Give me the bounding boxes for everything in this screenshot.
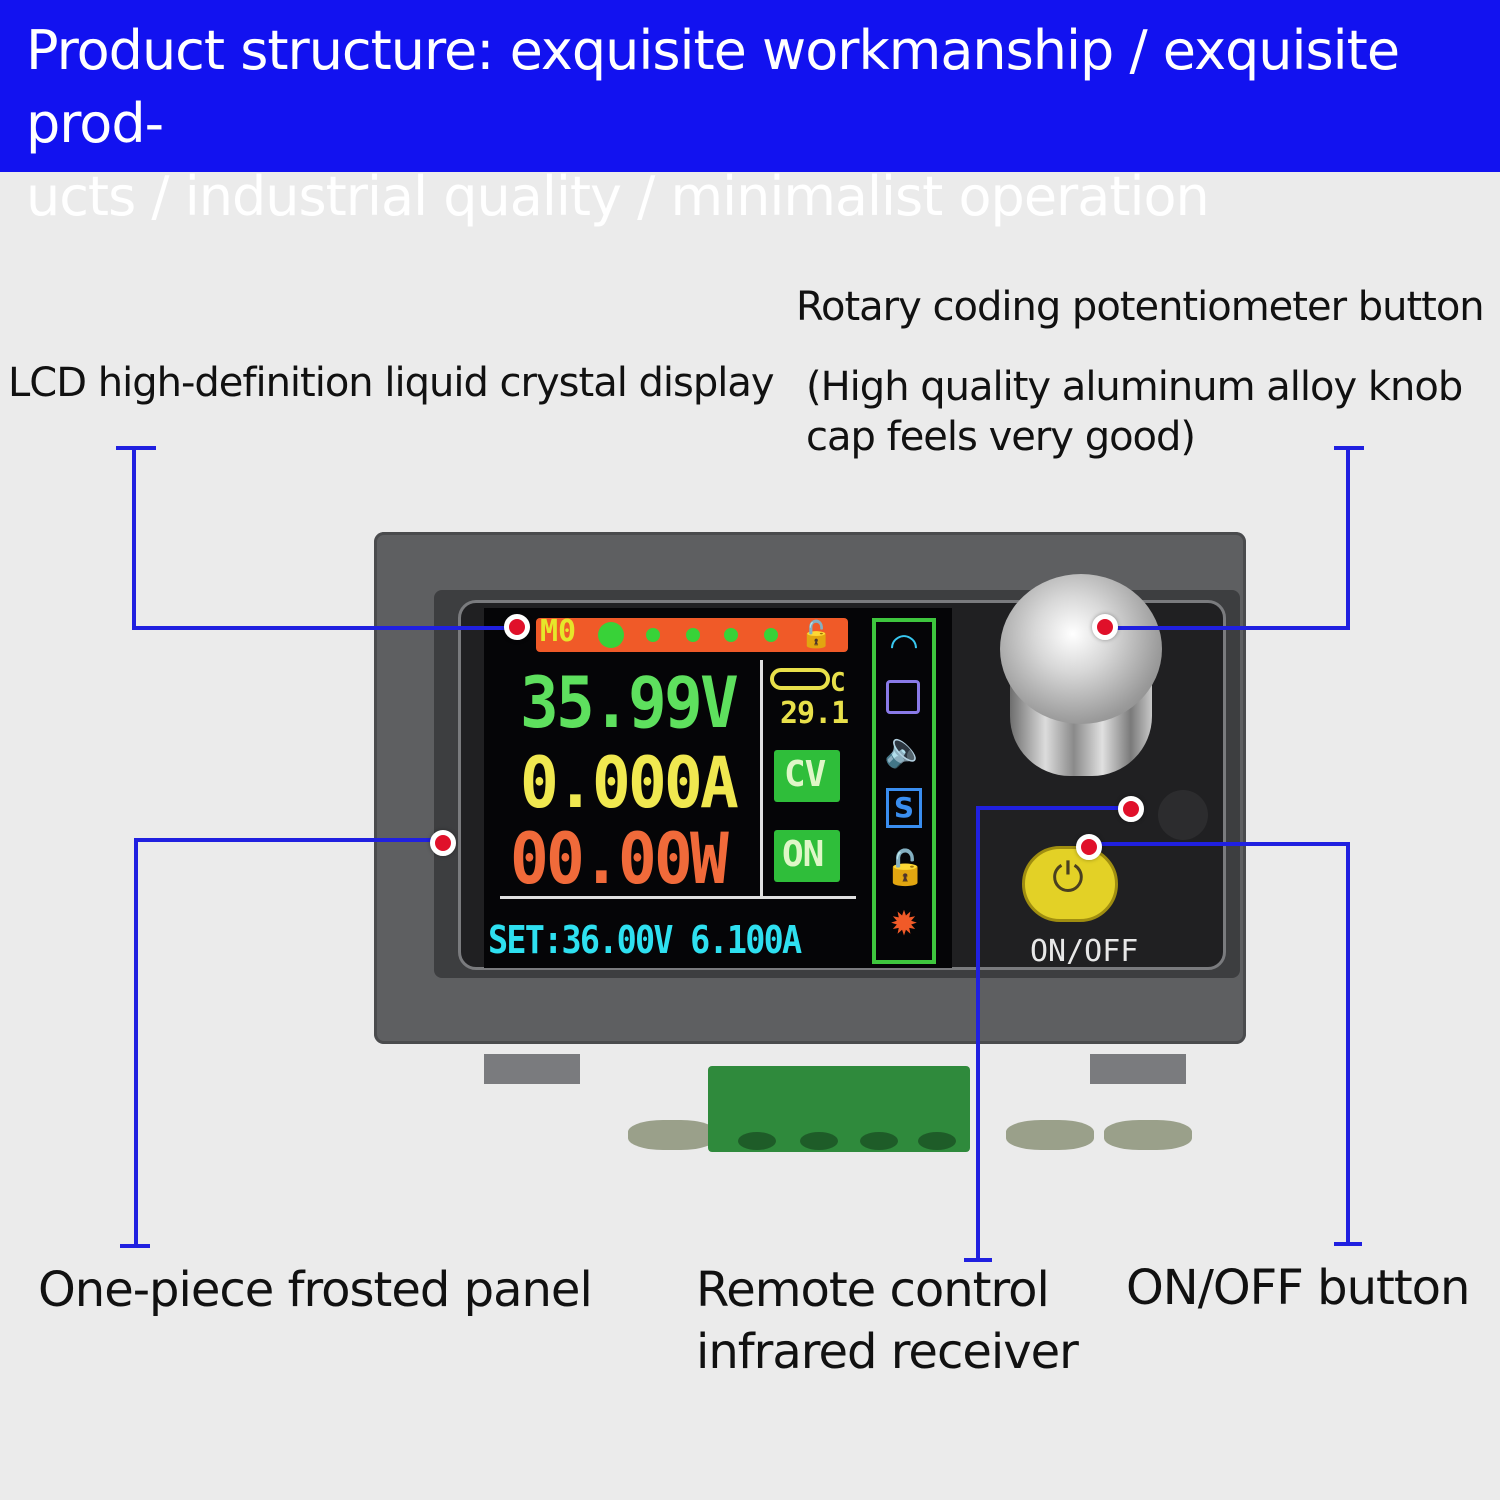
panel-marker-dot bbox=[430, 830, 456, 856]
power-button[interactable] bbox=[1022, 846, 1118, 922]
status-dot bbox=[646, 628, 660, 642]
terminal-hole bbox=[738, 1132, 776, 1150]
power-marker-dot bbox=[1076, 834, 1102, 860]
capacitor-right-1 bbox=[1006, 1120, 1094, 1150]
leader-line bbox=[1334, 1242, 1362, 1246]
set-line: SET:36.00V 6.100A bbox=[488, 918, 802, 962]
terminal-hole bbox=[918, 1132, 956, 1150]
current-readout: 0.000A bbox=[520, 742, 739, 824]
brightness-icon: ✹ bbox=[889, 904, 919, 944]
memory-icon bbox=[886, 680, 920, 714]
s-icon: S bbox=[886, 788, 922, 828]
capacitor-right-2 bbox=[1104, 1120, 1192, 1150]
lcd-side-icon-column bbox=[872, 618, 936, 964]
status-dot bbox=[686, 628, 700, 642]
leader-line bbox=[134, 838, 444, 842]
status-dot bbox=[764, 628, 778, 642]
leader-line bbox=[132, 446, 136, 630]
lcd-mode-indicator: M0 bbox=[540, 614, 577, 649]
rotary-callout-title: Rotary coding potentiometer button bbox=[796, 284, 1485, 330]
leader-line bbox=[134, 838, 138, 1248]
temperature-unit: C bbox=[830, 668, 846, 698]
header-banner: Product structure: exquisite workmanship… bbox=[0, 0, 1500, 228]
leader-line bbox=[116, 446, 156, 450]
ir-marker-dot bbox=[1118, 796, 1144, 822]
leader-line bbox=[120, 1244, 150, 1248]
speaker-icon: 🔈 bbox=[884, 730, 927, 770]
lock-icon: 🔓 bbox=[884, 848, 927, 888]
header-line-1: Product structure: exquisite workmanship… bbox=[26, 19, 1400, 155]
power-readout: 00.00W bbox=[510, 818, 729, 900]
lcd-callout-label: LCD high-definition liquid crystal displ… bbox=[8, 360, 775, 406]
wifi-icon: ◠ bbox=[889, 626, 919, 666]
mount-clip-left bbox=[484, 1054, 580, 1084]
padlock-icon: 🔓 bbox=[800, 620, 833, 650]
remote-callout-line1: Remote control bbox=[696, 1262, 1050, 1318]
header-line-2: ucts / industrial quality / minimalist o… bbox=[26, 165, 1210, 228]
leader-line bbox=[1090, 842, 1348, 846]
rotary-callout-sub1: (High quality aluminum alloy knob bbox=[806, 364, 1463, 410]
knob-top bbox=[1000, 574, 1162, 724]
terminal-hole bbox=[860, 1132, 898, 1150]
thermometer-icon bbox=[770, 668, 830, 690]
panel-callout-label: One-piece frosted panel bbox=[38, 1262, 593, 1318]
leader-line bbox=[976, 806, 1132, 810]
leader-line bbox=[964, 1258, 992, 1262]
divider-line bbox=[760, 660, 763, 896]
remote-callout-line2: infrared receiver bbox=[696, 1324, 1079, 1380]
terminal-hole bbox=[800, 1132, 838, 1150]
cv-badge: CV bbox=[784, 754, 826, 795]
status-dot bbox=[724, 628, 738, 642]
rotary-knob[interactable] bbox=[1000, 574, 1162, 776]
leader-line bbox=[976, 806, 980, 1262]
on-badge: ON bbox=[782, 834, 824, 875]
onoff-callout-label: ON/OFF button bbox=[1126, 1260, 1470, 1316]
cv-badge-box bbox=[774, 750, 840, 802]
header-text: Product structure: exquisite workmanship… bbox=[26, 14, 1476, 233]
power-button-label: ON/OFF bbox=[1030, 934, 1139, 969]
infrared-receiver bbox=[1158, 790, 1208, 840]
power-icon: ⏻ bbox=[1052, 855, 1084, 901]
mount-clip-right bbox=[1090, 1054, 1186, 1084]
on-badge-box bbox=[774, 830, 840, 882]
lcd-marker-dot bbox=[504, 614, 530, 640]
knob-marker-dot bbox=[1092, 614, 1118, 640]
leader-line bbox=[132, 626, 518, 630]
status-dot bbox=[598, 622, 624, 648]
leader-line bbox=[1346, 842, 1350, 1246]
temperature-readout: 29.1 bbox=[780, 696, 849, 731]
voltage-readout: 35.99V bbox=[520, 662, 739, 744]
leader-line bbox=[1106, 626, 1350, 630]
capacitor-left bbox=[628, 1120, 716, 1150]
divider-line bbox=[500, 896, 856, 899]
rotary-callout-sub2: cap feels very good) bbox=[806, 414, 1196, 460]
leader-line bbox=[1346, 446, 1350, 630]
